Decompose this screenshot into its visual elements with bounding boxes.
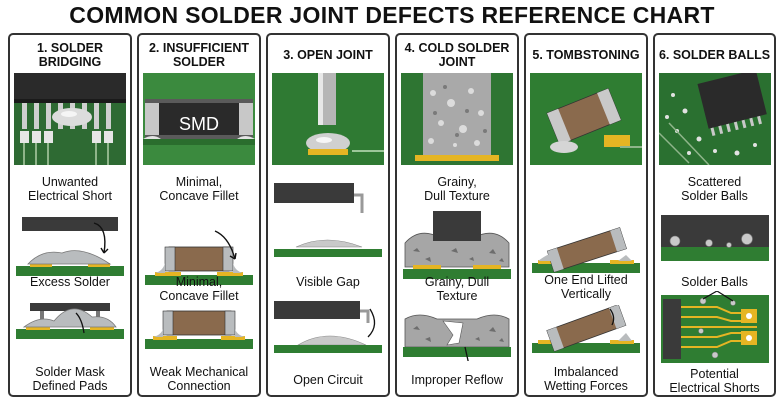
bottom-caption: Weak Mechanical Connection — [149, 365, 249, 393]
panel-open-joint: 3. OPEN JOINT Visible Gap Open Circuit — [266, 33, 390, 397]
bottom-caption: Improper Reflow — [411, 373, 503, 387]
mid-caption: Solder Balls — [681, 275, 748, 289]
grainy-texture-diagram — [403, 314, 511, 361]
cold-solder-photo — [401, 73, 513, 165]
mid-caption: One End Lifted Vertically — [544, 273, 628, 301]
open-joint-diagram — [274, 183, 382, 257]
panel-insufficient-solder: 2. INSUFFICIENT SOLDER SMD Minimal, Conc… — [137, 33, 261, 397]
top-caption: Unwanted Electrical Short — [27, 175, 113, 203]
insufficient-solder-photo — [143, 73, 255, 165]
solder-balls-diagram — [661, 215, 769, 261]
mid-caption: Minimal, Concave Fillet — [159, 275, 239, 303]
panel-title: 3. OPEN JOINT — [283, 48, 373, 62]
chart-title: COMMON SOLDER JOINT DEFECTS REFERENCE CH… — [69, 2, 715, 28]
solder-balls-photo — [659, 73, 771, 165]
open-joint-photo — [272, 73, 384, 165]
panel-title: 1. SOLDER BRIDGING — [37, 41, 103, 69]
panel-title: 5. TOMBSTONING — [532, 48, 640, 62]
electrical-shorts-diagram — [661, 291, 769, 363]
panel-title: 2. INSUFFICIENT SOLDER — [148, 41, 249, 69]
cold-solder-diagram — [403, 211, 511, 279]
panel-tombstoning: 5. TOMBSTONING One End Lifted V — [524, 33, 648, 397]
top-caption: Minimal, Concave Fillet — [159, 175, 239, 203]
panel-title: 6. SOLDER BALLS — [658, 48, 771, 62]
insufficient-solder-diagram — [145, 230, 253, 285]
solder-bridging-photo — [14, 73, 126, 165]
weak-connection-diagram — [145, 310, 253, 349]
bottom-caption: Potential Electrical Shorts — [669, 367, 760, 395]
mid-caption: Visible Gap — [296, 275, 360, 289]
panel-solder-balls: 6. SOLDER BALLS Scattered Solder Balls — [653, 33, 776, 397]
excess-solder-diagram — [16, 303, 124, 339]
smd-label: SMD — [179, 114, 219, 134]
top-caption: Scattered Solder Balls — [681, 175, 748, 203]
panel-cold-solder-joint: 4. COLD SOLDER JOINT Grainy, Dull Textur… — [395, 33, 519, 397]
bottom-caption: Solder Mask Defined Pads — [32, 365, 108, 393]
panel-title: 4. COLD SOLDER JOINT — [404, 41, 510, 69]
bottom-caption: Open Circuit — [293, 373, 363, 387]
tombstoning-diagram — [532, 227, 640, 273]
lifted-end-diagram — [532, 305, 640, 353]
bottom-caption: Imbalanced Wetting Forces — [544, 365, 628, 393]
panel-solder-bridging: 1. SOLDER BRIDGING Unwanted Electrical S… — [8, 33, 132, 397]
solder-bridging-diagram — [16, 217, 125, 291]
panels-container: 1. SOLDER BRIDGING Unwanted Electrical S… — [8, 33, 776, 397]
mid-caption: Grainy, Dull Texture — [424, 275, 490, 303]
mid-caption: Excess Solder — [30, 275, 110, 289]
tombstoning-photo — [530, 73, 642, 165]
visible-gap-diagram — [274, 301, 382, 353]
top-caption: Grainy, Dull Texture — [424, 175, 490, 203]
